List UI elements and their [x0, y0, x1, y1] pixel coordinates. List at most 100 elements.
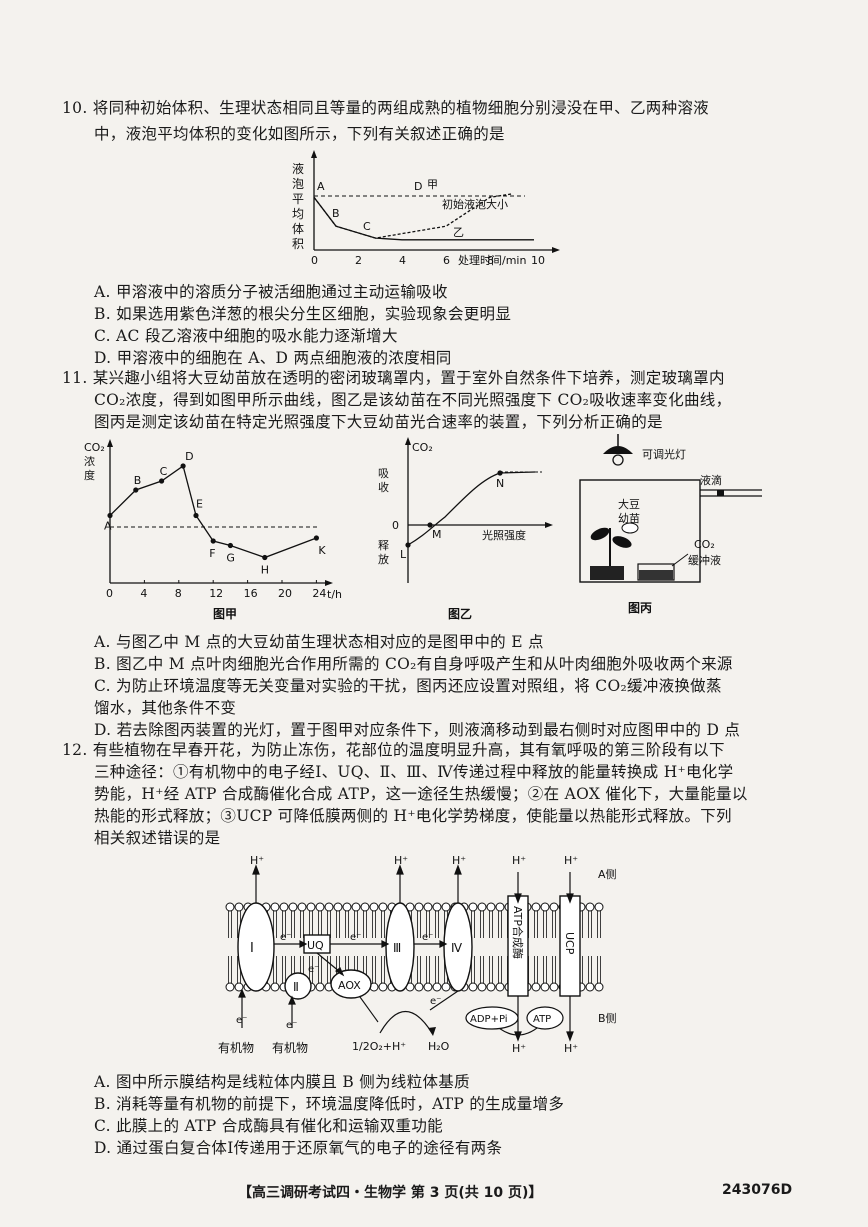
q11-jia-ylabel-2: 浓	[84, 455, 95, 468]
q12-option-d: D. 通过蛋白复合体Ⅰ传递用于还原氧气的电子的途径有两条	[94, 1139, 503, 1157]
q11-option-d: D. 若去除图丙装置的光灯，置于图甲对应条件下，则液滴移动到最右侧时对应图甲中的…	[94, 721, 741, 739]
q10-ylabel-3: 平	[292, 192, 304, 206]
q11-jia-point	[262, 554, 268, 561]
q10-ylabel-5: 体	[292, 222, 304, 236]
q11-jia-x-tick: 16	[244, 587, 258, 600]
q12-diagram: Ⅰ Ⅱ UQ AOX Ⅲ Ⅳ ATP合成酶 UCP A	[218, 854, 617, 1055]
complex-3-label: Ⅲ	[393, 941, 401, 955]
footer-page-info: 【高三调研考试四・生物学 第 3 页(共 10 页)】	[238, 1185, 543, 1201]
h-label-4: H⁺	[512, 854, 526, 867]
q12-stem-line-5: 相关叙述错误的是	[94, 829, 221, 847]
q11-yi-ylabel-pos-2: 收	[378, 480, 389, 494]
h-label-5: H⁺	[564, 854, 578, 867]
q12-option-b: B. 消耗等量有机物的前提下，环境温度降低时，ATP 的生成量增多	[94, 1095, 565, 1113]
q11-jia-ylabel-1: CO₂	[84, 441, 105, 454]
q10-ylabel-2: 泡	[292, 177, 304, 191]
complex-2-label: Ⅱ	[293, 980, 299, 994]
q10-point-b: B	[332, 207, 340, 220]
aox-label: AOX	[338, 979, 361, 992]
side-b-label: B侧	[598, 1012, 617, 1025]
q10-x-tick: 8	[487, 254, 494, 267]
atp-label: ATP	[533, 1014, 551, 1025]
q11-jia-point	[227, 542, 233, 549]
footer-code: 243076D	[722, 1182, 793, 1198]
organic-label-2: 有机物	[272, 1041, 308, 1055]
q10-x-tick: 0	[311, 254, 318, 267]
q11-jia-xlabel: t/h	[327, 588, 342, 601]
q11-bing-caption: 图丙	[628, 601, 652, 615]
complex-4-label: Ⅳ	[451, 941, 462, 955]
h2o-label: H₂O	[428, 1040, 450, 1053]
q11-yi-point-n: N	[496, 477, 504, 490]
buffer-container	[639, 570, 673, 580]
complex-1-label: Ⅰ	[250, 941, 254, 956]
e-label-4: e⁻	[308, 964, 319, 975]
q11-jia-point-label: F	[209, 547, 215, 560]
q11-jia-point	[313, 535, 319, 541]
q10-option-a: A. 甲溶液中的溶质分子被活细胞通过主动运输吸收	[94, 283, 448, 301]
q10-series-yi	[313, 196, 534, 241]
q11-jia-point-label: E	[196, 498, 203, 511]
q10-x-tick: 2	[355, 254, 362, 267]
q11-stem-line-3: 图丙是测定该幼苗在特定光照强度下大豆幼苗光合速率的装置，下列分析正确的是	[94, 413, 663, 431]
q11-bing-buffer-label-2: 缓冲液	[688, 553, 721, 567]
q11-yi-ylabel-top: CO₂	[412, 441, 433, 454]
glass-chamber	[579, 479, 701, 583]
h-label-1: H⁺	[250, 854, 264, 867]
q11-jia-x-tick: 24	[312, 587, 326, 600]
q11-option-c-cont: 馏水，其他条件不变	[94, 699, 237, 717]
q11-jia-ylabel-3: 度	[84, 468, 95, 482]
q11-jia-point	[193, 512, 199, 519]
q12-stem-line-1: 12. 有些植物在早春开花，为防止冻伤，花部位的温度明显升高，其有氧呼吸的第三阶…	[62, 741, 725, 759]
q11-bing-plant-label-1: 大豆	[618, 497, 640, 511]
q11-yi-point-l: L	[400, 548, 407, 561]
q11-bing-plant-label-2: 幼苗	[618, 512, 640, 525]
ucp-label: UCP	[563, 932, 576, 955]
q11-yi-xlabel: 光照强度	[482, 528, 526, 542]
q10-point-c: C	[363, 220, 371, 233]
e-label-1: e⁻	[280, 932, 291, 943]
q11-jia-point-label: K	[318, 544, 326, 557]
q10-stem-line-1: 10. 将同种初始体积、生理状态相同且等量的两组成熟的植物细胞分别浸没在甲、乙两…	[62, 99, 709, 117]
organic-label-1: 有机物	[218, 1041, 254, 1055]
q11-jia-x-tick: 0	[106, 587, 113, 600]
q11-option-a: A. 与图乙中 M 点的大豆幼苗生理状态相对应的是图甲中的 E 点	[94, 633, 544, 651]
q11-jia-point	[210, 538, 216, 544]
h-label-2: H⁺	[394, 854, 408, 867]
q11-stem-line-1: 11. 某兴趣小组将大豆幼苗放在透明的密闭玻璃罩内，置于室外自然条件下培养，测定…	[62, 369, 725, 387]
q11-bing-drop-label: 液滴	[700, 473, 722, 487]
q11-jia-point-label: B	[134, 474, 142, 487]
q11-jia-x-tick: 4	[140, 587, 147, 600]
q10-x-tick: 6	[443, 254, 450, 267]
q10-label-yi: 乙	[453, 226, 464, 239]
e-label-6: e⁻	[236, 1015, 247, 1026]
h-label-7: H⁺	[564, 1042, 578, 1055]
e-label-5: e⁻	[430, 996, 441, 1007]
atp-synthase-label: ATP合成酶	[511, 906, 525, 959]
q11-bing-buffer-label-1: CO₂	[694, 538, 715, 551]
q10-reference-label: 初始液泡大小	[442, 197, 508, 211]
lamp-icon	[603, 446, 633, 454]
q10-stem-line-2: 中，液泡平均体积的变化如图所示，下列有关叙述正确的是	[94, 125, 505, 143]
q12-stem-line-2: 三种途径：①有机物中的电子经Ⅰ、UQ、Ⅱ、Ⅲ、Ⅳ传递过程中释放的能量转换成 H⁺…	[94, 763, 734, 781]
q11-yi-origin: 0	[392, 519, 399, 532]
q12-option-c: C. 此膜上的 ATP 合成酶具有催化和运输双重功能	[94, 1117, 443, 1135]
q11-option-b: B. 图乙中 M 点叶肉细胞光合作用所需的 CO₂有自身呼吸产生和从叶肉细胞外吸…	[94, 655, 733, 673]
q11-jia-point	[107, 512, 113, 519]
q11-jia-point-label: G	[226, 552, 235, 565]
q10-ylabel-1: 液	[292, 161, 304, 176]
h-label-6: H⁺	[512, 1042, 526, 1055]
q11-yi-ylabel-neg-1: 释	[378, 539, 389, 552]
q11-option-c: C. 为防止环境温度等无关变量对实验的干扰，图丙还应设置对照组，将 CO₂缓冲液…	[94, 677, 722, 695]
q10-label-jia: 甲	[427, 178, 438, 191]
q11-yi-curve	[407, 471, 536, 546]
q11-jia-caption: 图甲	[213, 607, 237, 621]
q10-xlabel: 处理时间/min	[458, 254, 526, 267]
q11-jia-x-tick: 8	[175, 587, 182, 600]
q12-stem-line-3: 势能，H⁺经 ATP 合成酶催化合成 ATP，这一途径生热缓慢；②在 AOX 催…	[94, 785, 748, 803]
e-label-2: e⁻	[350, 932, 361, 943]
